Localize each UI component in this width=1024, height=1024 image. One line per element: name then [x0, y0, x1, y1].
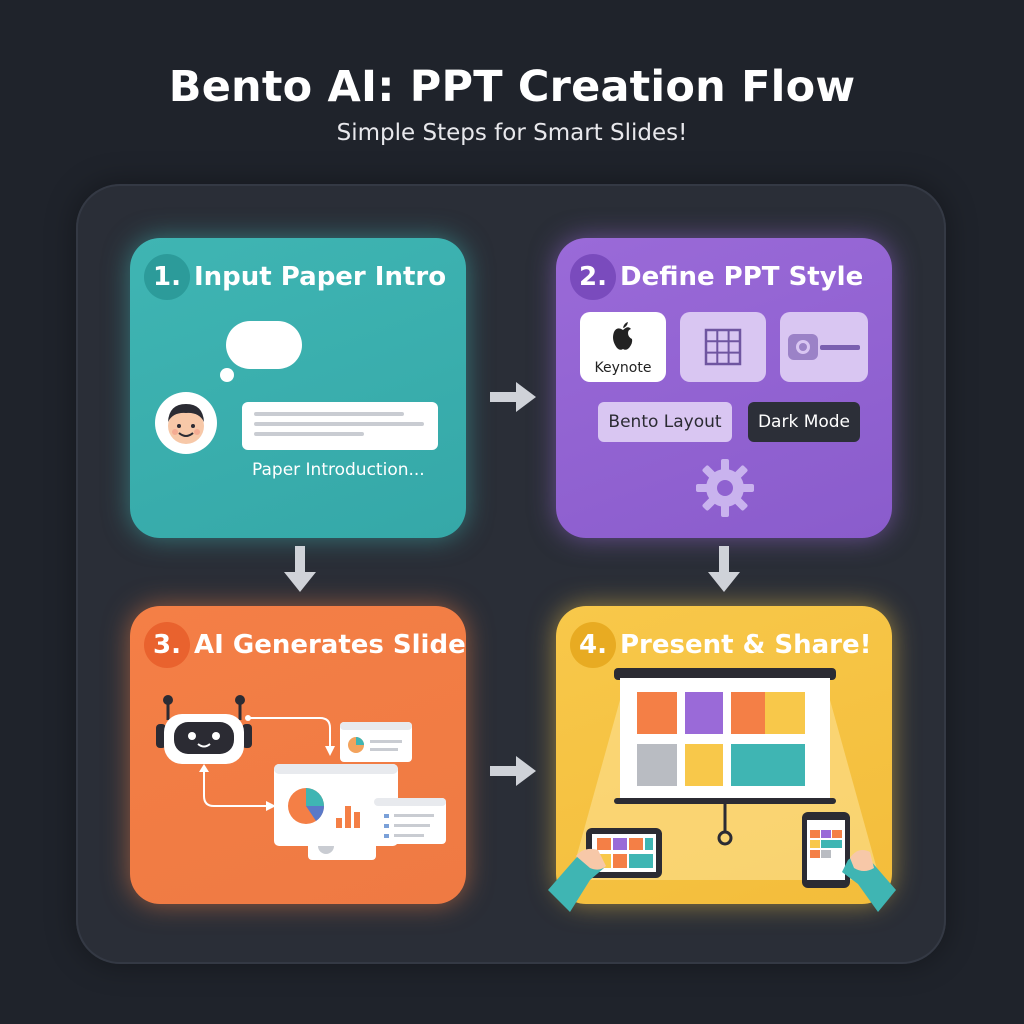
user-avatar-icon [155, 392, 217, 454]
dark-mode-option[interactable]: Dark Mode [748, 402, 860, 442]
arrow-down-icon [706, 544, 742, 594]
step-title: Input Paper Intro [194, 262, 447, 292]
arrow-right-icon [488, 754, 538, 788]
step-number-badge: 2. [570, 254, 616, 300]
keynote-label: Keynote [594, 360, 652, 376]
chat-bubble-tail [220, 368, 234, 382]
page-title: Bento AI: PPT Creation Flow [168, 62, 856, 112]
step-number-badge: 3. [144, 622, 190, 668]
step-title: AI Generates Slides [194, 630, 466, 660]
step-title: Present & Share! [620, 630, 872, 660]
input-text-line [254, 422, 424, 426]
photo-slider-icon [788, 334, 860, 360]
keynote-option[interactable] [580, 312, 666, 382]
grid-layout-option[interactable] [680, 312, 766, 382]
step-header: 1. Input Paper Intro [144, 254, 446, 300]
chat-bubble-icon [226, 321, 302, 369]
step-number-badge: 4. [570, 622, 616, 668]
page-subtitle: Simple Steps for Smart Slides! [336, 120, 688, 146]
paper-intro-caption: Paper Introduction... [252, 460, 425, 480]
input-text-line [254, 412, 404, 416]
input-text-line [254, 432, 364, 436]
grid-icon [704, 328, 742, 366]
apple-icon [613, 322, 633, 350]
arrow-down-icon [282, 544, 318, 594]
step-card-ai-generates: 3. AI Generates Slides [130, 606, 466, 904]
step-header: 2. Define PPT Style [570, 254, 863, 300]
paper-intro-input[interactable] [242, 402, 438, 450]
arrow-right-icon [488, 380, 538, 414]
gear-icon [694, 457, 756, 523]
photo-slider-option[interactable] [780, 312, 868, 382]
step-header: 3. AI Generates Slides [144, 622, 466, 668]
step-title: Define PPT Style [620, 262, 864, 292]
step-number-badge: 1. [144, 254, 190, 300]
step-header: 4. Present & Share! [570, 622, 871, 668]
step-card-input-paper: 1. Input Paper Intro [130, 238, 466, 538]
bento-layout-option[interactable]: Bento Layout [598, 402, 732, 442]
step-card-present-share: 4. Present & Share! [556, 606, 892, 904]
